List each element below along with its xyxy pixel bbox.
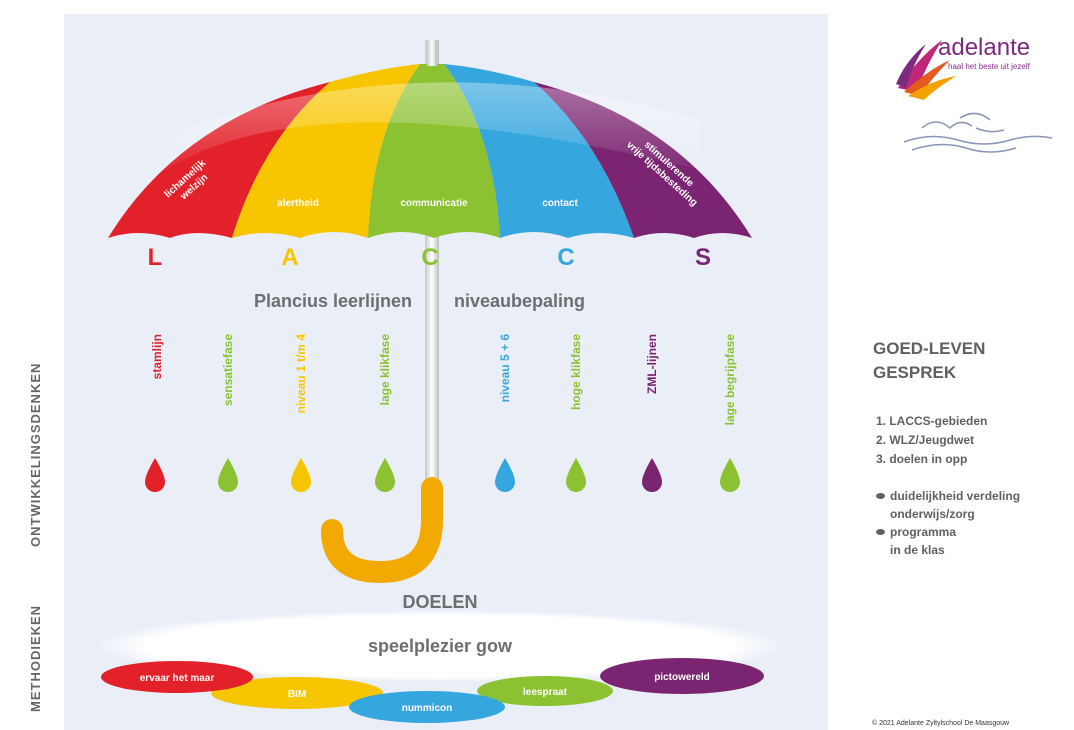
letter-c1: C — [421, 244, 438, 271]
method-label-bim: BIM — [288, 689, 306, 700]
goed-leven-title: GOED-LEVEN GESPREK — [873, 337, 985, 385]
method-ervaar-het-maar — [101, 661, 253, 693]
method-nummicon — [349, 691, 505, 723]
method-label-ervaar: ervaar het maar — [140, 673, 215, 684]
copyright: © 2021 Adelante Zyltylschool De Maasgouw — [872, 720, 1010, 727]
doelen-subtitle: speelplezier gow — [368, 636, 513, 656]
umbrella-handle — [321, 477, 443, 584]
method-pictowereld — [600, 658, 764, 694]
school-logo — [903, 112, 1053, 153]
drop-zml-lijnen — [642, 458, 662, 492]
drop-label-sensatiefase: sensatiefase — [221, 334, 235, 406]
method-label-leespraat: leespraat — [523, 687, 568, 698]
list-item: 3. doelen in opp — [876, 452, 968, 466]
goed-leven-title-line1: GOED-LEVEN — [873, 339, 986, 358]
letter-s: S — [695, 244, 711, 271]
drop-hoge-klikfase — [566, 458, 586, 492]
list-item: 2. WLZ/Jeugdwet — [876, 433, 975, 447]
bullet-line: duidelijkheid verdeling — [890, 489, 1021, 503]
drop-stamlijn — [145, 458, 165, 492]
method-label-nummicon: nummicon — [402, 703, 453, 714]
drop-sensatiefase — [218, 458, 238, 492]
drop-label-zml-lijnen: ZML-lijnen — [645, 334, 659, 394]
heading-niveaubepaling: niveaubepaling — [454, 291, 585, 311]
bullet-item: programma in de klas — [876, 523, 1020, 559]
heading-plancius: Plancius leerlijnen — [254, 291, 412, 311]
logo-name: adelante — [938, 34, 1031, 61]
canopy-shine — [150, 82, 700, 180]
drop-niveau-5-6 — [495, 458, 515, 492]
umbrella-tip — [427, 40, 437, 66]
method-label-pictowereld: pictowereld — [654, 672, 710, 683]
drop-label-stamlijn: stamlijn — [150, 334, 164, 379]
doelen-title: DOELEN — [402, 592, 477, 612]
bullet-line: in de klas — [890, 543, 945, 557]
drop-label-niveau-1-4: niveau 1 t/m 4 — [294, 334, 308, 414]
panel-text-contact: contact — [542, 198, 578, 209]
drop-niveau-1-4 — [291, 458, 311, 492]
method-leespraat — [477, 676, 613, 706]
letter-a: A — [281, 244, 298, 271]
drop-label-lage-begrijpfase: lage begrijpfase — [723, 334, 737, 426]
bullet-item: duidelijkheid verdeling onderwijs/zorg — [876, 487, 1020, 523]
drop-lage-begrijpfase — [720, 458, 740, 492]
bullet-line: onderwijs/zorg — [890, 507, 975, 521]
goed-leven-title-line2: GESPREK — [873, 363, 957, 382]
panel-text-communicatie: communicatie — [400, 198, 468, 209]
drop-label-lage-klikfase: lage klikfase — [378, 334, 392, 406]
panel-text-alertheid: alertheid — [277, 198, 319, 209]
bullet-line: programma — [890, 525, 957, 539]
numbered-list: 1. LACCS-gebieden 2. WLZ/Jeugdwet 3. doe… — [876, 412, 987, 469]
logo-tagline: haal het beste uit jezelf — [948, 62, 1030, 71]
bullet-list: duidelijkheid verdeling onderwijs/zorg p… — [876, 487, 1020, 559]
drop-lage-klikfase — [375, 458, 395, 492]
drop-label-niveau-5-6: niveau 5 + 6 — [498, 334, 512, 403]
puddle — [95, 610, 785, 682]
letter-c2: C — [557, 244, 574, 271]
adelante-logo-mark — [896, 40, 956, 100]
method-bim — [211, 677, 383, 709]
drop-label-hoge-klikfase: hoge klikfase — [569, 334, 583, 410]
list-item: 1. LACCS-gebieden — [876, 414, 988, 428]
letter-l: L — [148, 244, 163, 271]
